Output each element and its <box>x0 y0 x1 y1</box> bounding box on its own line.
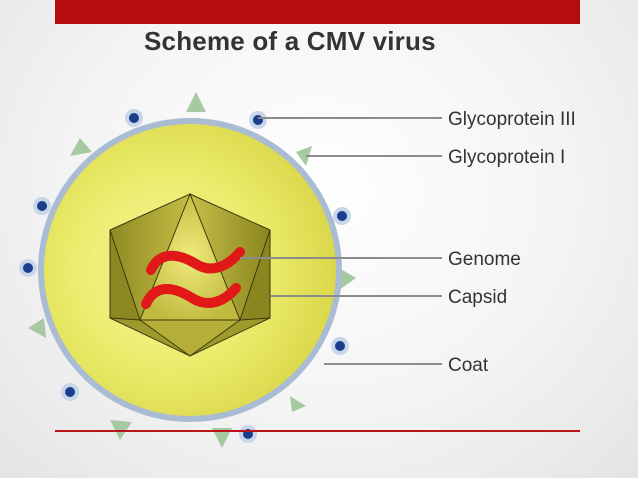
glycoprotein-i-spike <box>70 138 92 156</box>
glycoprotein-iii-knob <box>331 337 349 355</box>
leader-lines <box>240 117 442 365</box>
glycoprotein-i-spike <box>290 396 306 412</box>
bottom-divider <box>55 430 580 432</box>
glycoprotein-iii-knob <box>33 197 51 215</box>
glycoprotein-iii-knob <box>249 111 267 129</box>
top-accent-bar <box>55 0 580 24</box>
glycoprotein-iii-knob <box>19 259 37 277</box>
label-glycoprotein-iii: Glycoprotein III <box>448 109 576 130</box>
label-capsid: Capsid <box>448 287 507 308</box>
glycoprotein-iii-knob <box>125 109 143 127</box>
glycoprotein-i-spike <box>339 268 356 290</box>
label-glycoprotein-i: Glycoprotein I <box>448 147 565 168</box>
glycoprotein-i-spike <box>212 428 232 448</box>
diagram-title: Scheme of a CMV virus <box>144 26 436 56</box>
glycoprotein-iii-knob <box>239 425 257 443</box>
label-coat: Coat <box>448 355 489 376</box>
genome-strand <box>141 283 241 309</box>
glycoprotein-i-spike <box>186 92 206 112</box>
genome-strands <box>141 247 245 309</box>
glycoprotein-i-spike <box>28 318 46 338</box>
glycoprotein-iii-knob <box>333 207 351 225</box>
glycoprotein-iii-knob <box>61 383 79 401</box>
glycoprotein-iii-knobs <box>19 109 351 443</box>
genome-strand <box>146 247 245 275</box>
label-genome: Genome <box>448 249 521 270</box>
glycoprotein-i-spike <box>296 146 312 166</box>
